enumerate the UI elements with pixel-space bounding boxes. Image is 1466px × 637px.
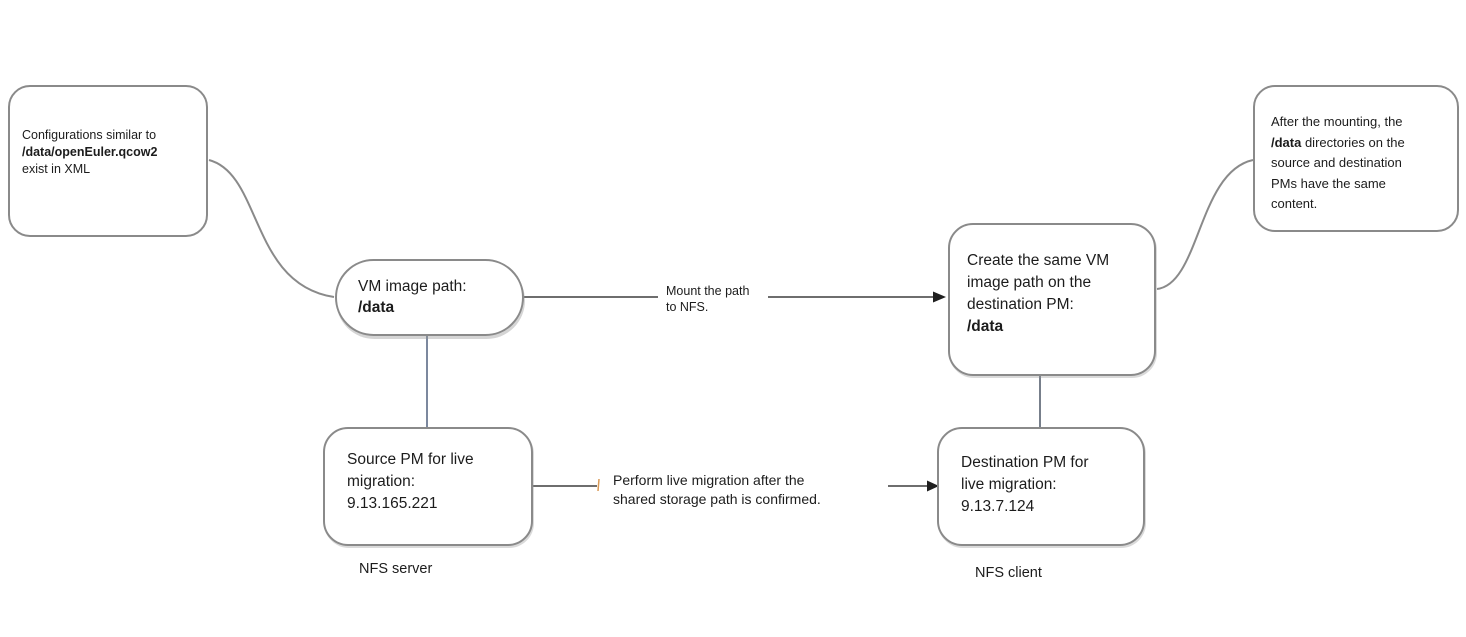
vm-image-path-value: /data <box>358 299 395 316</box>
node-create-vm-path: Create the same VM image path on the des… <box>948 223 1156 376</box>
callout-xml-config-line2: exist in XML <box>22 162 91 176</box>
create-vm-path-value: /data <box>967 318 1004 335</box>
nfs-server-caption: NFS server <box>359 561 433 577</box>
create-vm-path-label: Create the same VM image path on the des… <box>967 252 1110 313</box>
node-vm-image-path-text: VM image path: /data <box>358 276 508 318</box>
callout-mount-result-prefix: After the mounting, the <box>1271 114 1403 129</box>
mount-arrowhead-icon <box>933 291 946 303</box>
source-pm-label: Source PM for live migration: <box>347 451 474 490</box>
migration-arrow-label-line2: shared storage path is confirmed. <box>613 491 821 507</box>
callout-mount-result: After the mounting, the /data directorie… <box>1253 85 1459 232</box>
node-destination-pm: Destination PM for live migration: 9.13.… <box>937 427 1145 546</box>
destination-pm-label: Destination PM for live migration: <box>961 454 1089 493</box>
callout-mount-result-text: After the mounting, the /data directorie… <box>1271 112 1429 215</box>
node-source-pm: Source PM for live migration: 9.13.165.2… <box>323 427 533 546</box>
destination-pm-ip: 9.13.7.124 <box>961 498 1035 515</box>
callout-xml-config-line1: Configurations similar to <box>22 128 157 142</box>
callout-xml-config: Configurations similar to /data/openEule… <box>8 85 208 237</box>
node-vm-image-path: VM image path: /data <box>335 259 524 336</box>
mount-arrow-label: Mount the path to NFS. <box>666 284 749 315</box>
migration-arrow-label: Perform live migration after the shared … <box>613 471 821 509</box>
connector-callout-left <box>208 159 335 298</box>
stray-tick-mark <box>597 478 600 492</box>
node-create-vm-path-text: Create the same VM image path on the des… <box>967 250 1129 338</box>
node-source-pm-text: Source PM for live migration: 9.13.165.2… <box>347 449 499 515</box>
node-destination-pm-text: Destination PM for live migration: 9.13.… <box>961 452 1108 518</box>
migration-arrow-label-line1: Perform live migration after the <box>613 472 805 488</box>
source-pm-ip: 9.13.165.221 <box>347 495 438 512</box>
vm-image-path-label: VM image path: <box>358 278 467 295</box>
mount-arrow-label-line2: to NFS. <box>666 299 709 314</box>
mount-arrow-label-line1: Mount the path <box>666 284 750 298</box>
nfs-client-caption: NFS client <box>975 565 1042 581</box>
callout-xml-config-text: Configurations similar to /data/openEule… <box>22 127 202 178</box>
callout-xml-config-path: /data/openEuler.qcow2 <box>22 145 158 159</box>
connector-callout-right <box>1156 159 1254 290</box>
callout-mount-result-suffix: directories on the source and destinatio… <box>1271 134 1405 212</box>
callout-mount-result-path: /data <box>1271 134 1302 150</box>
